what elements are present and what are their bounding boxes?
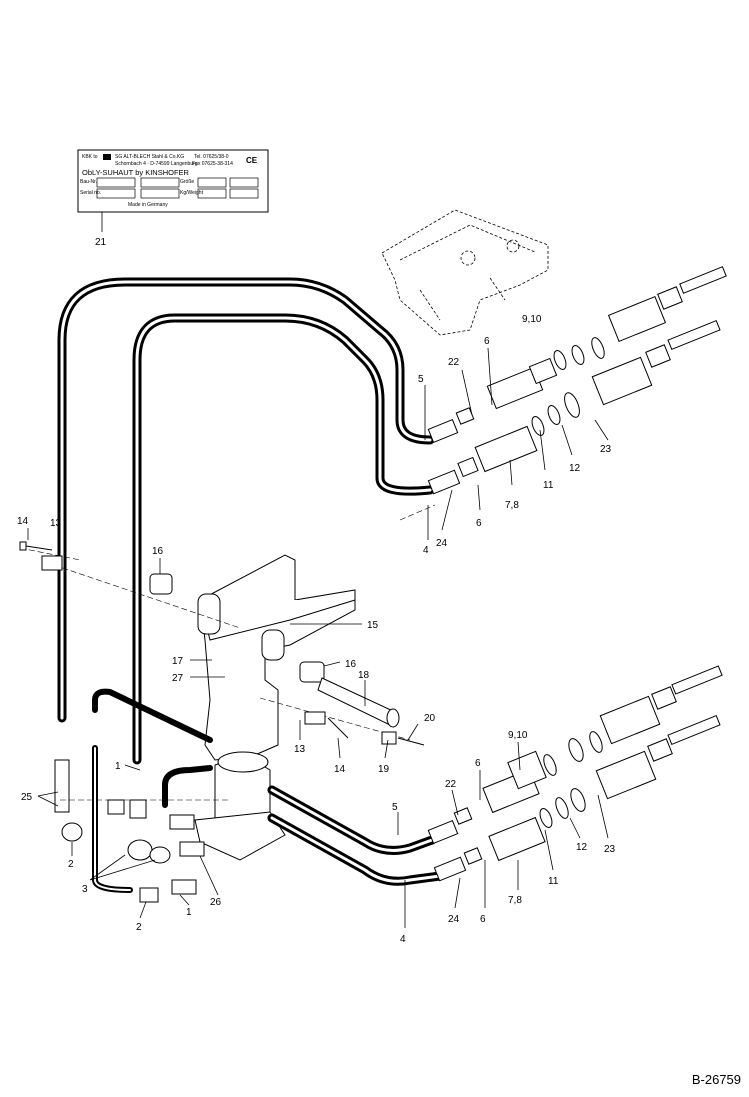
callout-6: 6 (480, 914, 486, 925)
lower-fittings (54, 759, 205, 903)
callout-4: 4 (400, 934, 406, 945)
callout-16: 16 (345, 659, 357, 670)
plate-field: Bau-Nr. (80, 179, 97, 185)
swivel-body (194, 751, 286, 861)
callout-9-10: 9,10 (522, 314, 542, 325)
callout-2: 2 (68, 859, 74, 870)
plate-field: Serial no. (80, 190, 101, 196)
hose-upper-outer-core (60, 280, 432, 720)
callout-2: 2 (136, 922, 142, 933)
callout-9-10: 9,10 (508, 730, 528, 741)
bolt-14-left (19, 541, 53, 551)
bushing-16-a (149, 573, 173, 595)
callout-27: 27 (172, 673, 184, 684)
callout-24: 24 (436, 538, 448, 549)
quick-coupler-outline (381, 209, 549, 336)
callout-11: 11 (548, 876, 559, 887)
bushing-16-b (299, 661, 325, 683)
hose-lower-core (270, 788, 442, 883)
callout-18: 18 (358, 670, 370, 681)
callout-22: 22 (445, 779, 457, 790)
clamp-plate-13-left (41, 555, 63, 571)
callout-11: 11 (543, 480, 554, 491)
callout-23: 23 (604, 844, 616, 855)
fitting-assembly-top-4 (427, 392, 580, 495)
hose-upper-inner (132, 313, 435, 765)
pin-18 (317, 677, 400, 728)
callout-7-8: 7,8 (505, 500, 519, 511)
callout-6: 6 (484, 336, 490, 347)
callout-13: 13 (50, 518, 62, 529)
callout-4: 4 (423, 545, 429, 556)
drawing-reference: B-26759 (691, 1072, 741, 1087)
nameplate: KBK to SG ALT-BLECH Stahl & Co.KG Tel. 0… (77, 149, 269, 232)
hose-upper-inner-core (135, 316, 432, 762)
quick-couplings-top (591, 266, 727, 406)
fitting-assembly-bottom (427, 731, 603, 882)
made-in: Made in Germany (128, 202, 168, 208)
nameplate-line1b: Tel. 07625/38-0 (194, 154, 229, 160)
nameplate-brand: ObLY-SUHAUT by KINSHOFER (82, 168, 190, 177)
callout-5: 5 (418, 374, 424, 385)
callout-22: 22 (448, 357, 460, 368)
small-hose-links-core (94, 747, 131, 891)
callout-3: 3 (82, 884, 88, 895)
callout-19: 19 (378, 764, 390, 775)
callout-24: 24 (448, 914, 460, 925)
callout-21: 21 (95, 237, 107, 248)
callout-7-8: 7,8 (508, 895, 522, 906)
callout-16: 16 (152, 546, 164, 557)
callout-25: 25 (21, 792, 33, 803)
callout-13: 13 (294, 744, 306, 755)
callout-1: 1 (186, 907, 192, 918)
callout-5: 5 (392, 802, 398, 813)
nameplate-line1: SG ALT-BLECH Stahl & Co.KG (115, 154, 184, 160)
callout-6: 6 (476, 518, 482, 529)
nameplate-line2: Schornbach 4 · D-74599 Langenburg (115, 161, 198, 167)
callout-1: 1 (115, 761, 121, 772)
callout-20: 20 (424, 713, 436, 724)
leader-lines (27, 347, 609, 928)
ce-mark: CE (246, 156, 258, 165)
callout-15: 15 (367, 620, 379, 631)
callout-6: 6 (475, 758, 481, 769)
hose-lower-5 (267, 785, 437, 855)
callout-12: 12 (576, 842, 588, 853)
bolt-20-and-clamp-19 (304, 711, 425, 746)
plate-field: Größe (180, 179, 194, 185)
rotator-bracket (197, 554, 356, 761)
fitting-assembly-top-5 (427, 337, 605, 444)
callout-23: 23 (600, 444, 612, 455)
callout-labels: 21 9,10 6 22 5 23 12 11 7,8 6 24 4 14 13… (17, 237, 616, 945)
callout-17: 17 (172, 656, 184, 667)
quick-couplings-bottom (595, 665, 723, 800)
callout-26: 26 (210, 897, 222, 908)
callout-14: 14 (334, 764, 346, 775)
callout-12: 12 (569, 463, 581, 474)
plate-field: Kg/Weight (180, 190, 204, 196)
svg-text:KBK to: KBK to (82, 154, 98, 160)
nameplate-line2b: Fax 07625-38-314 (192, 161, 233, 167)
callout-14: 14 (17, 516, 29, 527)
